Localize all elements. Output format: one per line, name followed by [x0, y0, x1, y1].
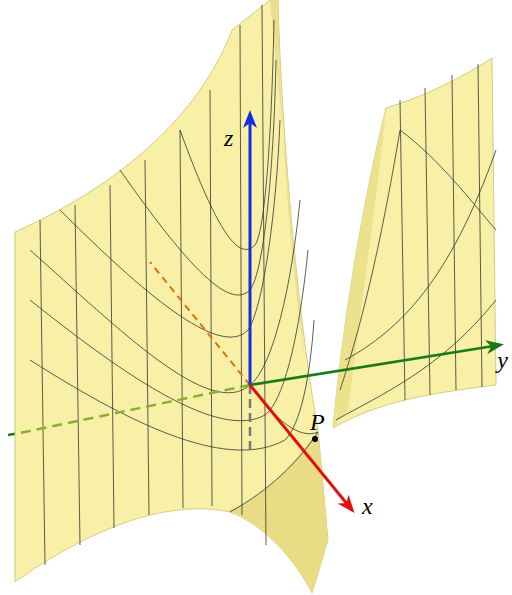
axis-label: z [224, 126, 233, 150]
point-label: P [310, 410, 325, 434]
axis-label: y [497, 348, 508, 372]
axis-label: x [362, 494, 373, 518]
